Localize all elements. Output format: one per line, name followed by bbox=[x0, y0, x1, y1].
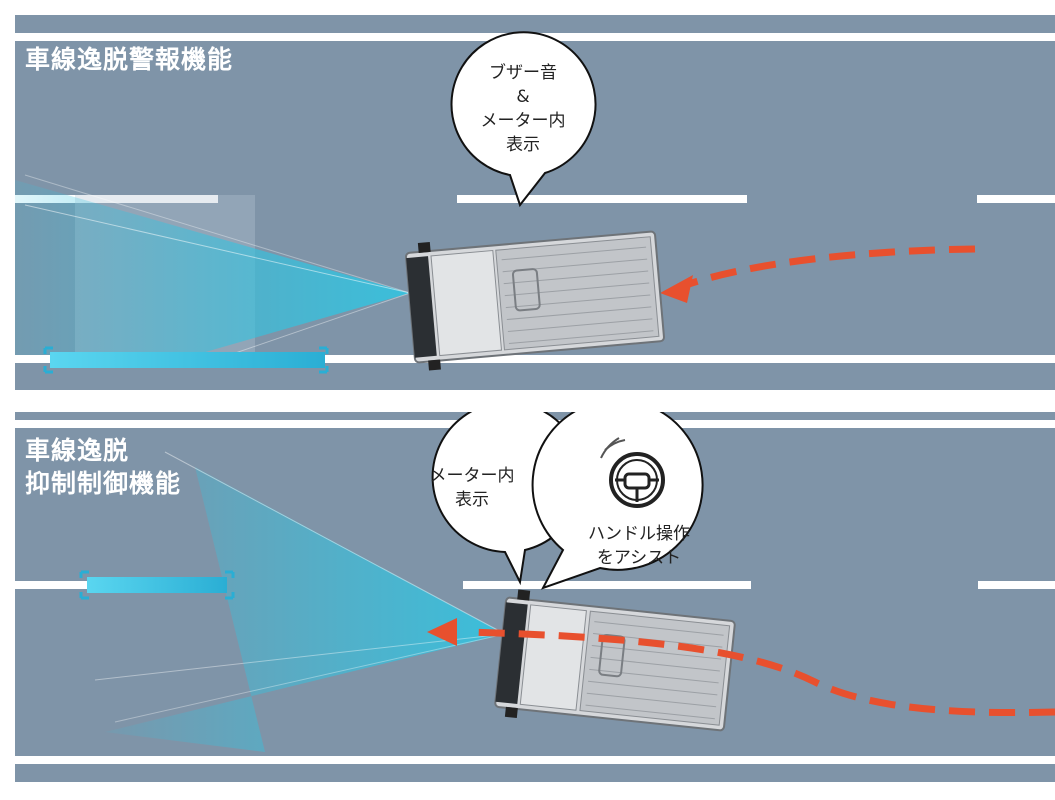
bracket-right bbox=[225, 570, 235, 600]
bottom-lane-edge bbox=[15, 355, 1055, 363]
top-lane-edge bbox=[15, 33, 1055, 41]
truck-1 bbox=[405, 230, 665, 371]
bubble-text: ブザー音 & メーター内 表示 bbox=[480, 63, 566, 155]
center-dash bbox=[15, 195, 218, 203]
trajectory-path bbox=[464, 628, 1055, 717]
bubble-text-meter: メーター内 表示 bbox=[429, 466, 515, 510]
road-scene-2 bbox=[15, 420, 1055, 764]
panel-title: 車線逸脱 抑制制御機能 bbox=[25, 436, 182, 498]
bottom-lane-edge bbox=[15, 756, 1055, 764]
center-dash bbox=[463, 581, 751, 589]
center-dash bbox=[977, 195, 1055, 203]
beam-line bbox=[164, 451, 506, 635]
detected-lane-highlight bbox=[50, 352, 325, 368]
camera-detection-beam bbox=[105, 467, 505, 752]
bracket-left bbox=[43, 346, 53, 374]
center-dash bbox=[457, 195, 747, 203]
camera-detection-beam bbox=[15, 180, 410, 355]
bracket-left bbox=[79, 570, 89, 600]
steering-wheel-icon bbox=[600, 437, 665, 508]
beam-line bbox=[214, 292, 411, 361]
road-scene-1 bbox=[15, 33, 1055, 374]
bubble-text-steering: ハンドル操作 をアシスト bbox=[588, 524, 690, 568]
panel-title: 車線逸脱警報機能 bbox=[25, 45, 234, 74]
beam-line bbox=[24, 204, 411, 294]
trajectory-arrowhead bbox=[660, 275, 693, 303]
beam-line bbox=[94, 633, 506, 681]
beam-line bbox=[24, 174, 411, 294]
trajectory-path bbox=[678, 245, 976, 291]
lane-keep-assist-panel: 車線逸脱 抑制制御機能 メーター内 表示 ハンドル操作 をアシスト bbox=[15, 412, 1055, 782]
bracket-right bbox=[319, 346, 329, 374]
lane-departure-warning-panel: 車線逸脱警報機能 ブザー音 & メーター内 表示 bbox=[15, 15, 1055, 390]
truck-2 bbox=[494, 589, 736, 732]
center-dash bbox=[978, 581, 1055, 589]
top-lane-edge bbox=[15, 420, 1055, 428]
detected-lane-highlight bbox=[87, 577, 227, 593]
trajectory-arrowhead bbox=[427, 618, 457, 646]
beam-line bbox=[114, 633, 506, 723]
